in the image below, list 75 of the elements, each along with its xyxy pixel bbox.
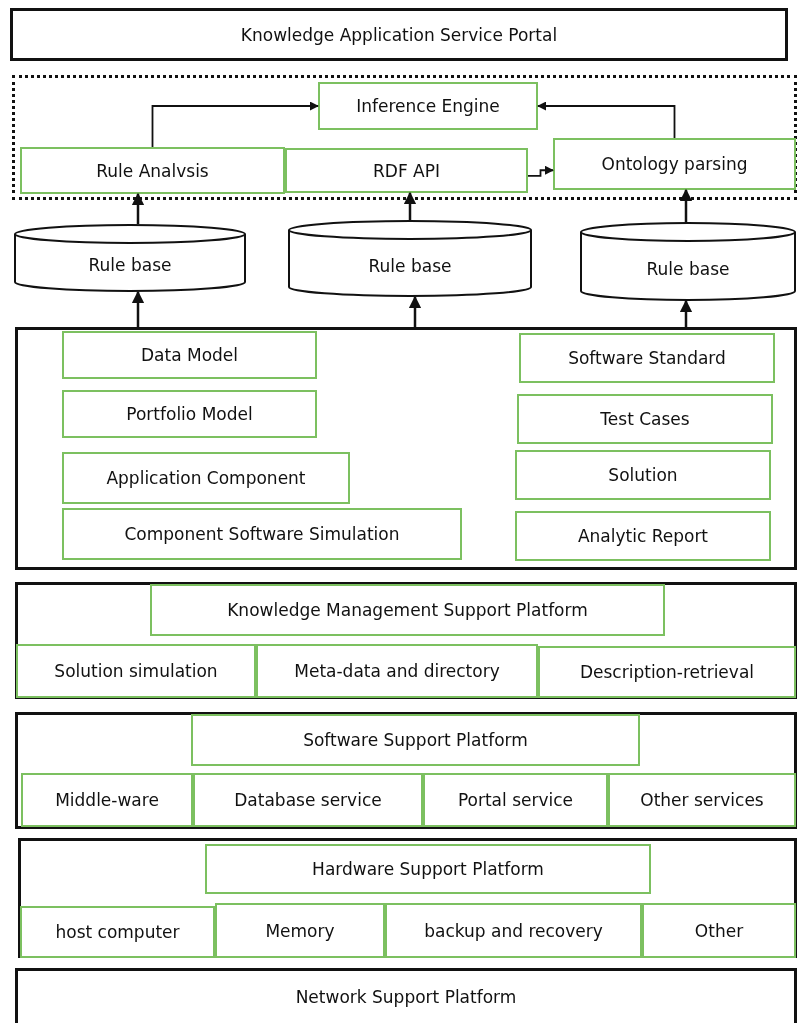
arrow — [679, 188, 693, 222]
module-label: Solution — [608, 465, 678, 485]
module-box — [21, 773, 193, 827]
module-label: Test Cases — [600, 409, 690, 429]
module-box — [285, 148, 528, 193]
database-cylinder — [14, 224, 246, 292]
module-box — [62, 508, 462, 560]
dashed-group-box — [12, 75, 797, 200]
database-label: Rule base — [368, 255, 452, 276]
module-box — [256, 644, 538, 698]
module-box — [205, 844, 651, 894]
module-label: Memory — [265, 920, 335, 941]
layer-box — [10, 8, 788, 61]
module-label: Description-retrieval — [579, 662, 755, 682]
module-box — [515, 511, 771, 561]
module-box — [515, 450, 771, 500]
module-label: Application Component — [106, 468, 306, 488]
arrow — [527, 165, 554, 177]
module-label: Middle-ware — [55, 790, 159, 810]
module-box — [553, 138, 796, 190]
arrow — [131, 192, 145, 224]
layer-title: Knowledge Application Service Portal — [240, 24, 558, 45]
layer-box — [15, 712, 797, 829]
module-label: backup and recovery — [424, 920, 603, 941]
module-box — [16, 644, 256, 698]
module-label: Rule Analvsis — [96, 160, 209, 181]
module-label: RDF API — [373, 160, 440, 181]
layer-box — [15, 582, 797, 699]
module-label: Ontology parsing — [601, 154, 748, 174]
module-label: Solution simulation — [54, 661, 218, 681]
module-label: host computer — [55, 922, 180, 942]
module-box — [20, 906, 215, 958]
module-label: Analytic Report — [577, 526, 709, 546]
database-label: Rule base — [646, 258, 730, 279]
arrow — [408, 295, 422, 327]
module-label: Software Support Platform — [303, 730, 528, 750]
module-box — [191, 714, 640, 766]
module-box — [20, 147, 285, 194]
module-box — [423, 773, 608, 827]
module-label: Portal service — [457, 790, 574, 810]
module-box — [62, 331, 317, 379]
module-box — [517, 394, 773, 444]
module-box — [318, 82, 538, 130]
module-label: Hardware Support Platform — [312, 859, 544, 879]
arrow — [537, 101, 676, 139]
module-label: Meta-data and directory — [294, 661, 500, 681]
module-box — [519, 333, 775, 383]
arrow — [151, 101, 319, 148]
module-box — [150, 584, 665, 636]
database-cylinder — [580, 222, 796, 301]
arrow — [131, 290, 145, 327]
module-box — [62, 390, 317, 438]
module-box — [62, 452, 350, 504]
module-box — [193, 773, 423, 827]
module-label: Knowledge Management Support Platform — [227, 600, 588, 620]
layer-box — [15, 968, 797, 1023]
module-label: Component Software Simulation — [124, 524, 400, 544]
module-label: Portfolio Model — [126, 404, 253, 424]
arrow — [679, 299, 693, 327]
layer-box — [15, 327, 797, 570]
module-label: Other — [694, 920, 744, 941]
module-label: Database service — [234, 790, 382, 810]
module-box — [642, 903, 796, 958]
database-cylinder — [288, 220, 532, 297]
module-box — [385, 903, 642, 958]
module-box — [608, 773, 796, 827]
module-label: Data Model — [140, 345, 238, 365]
module-box — [215, 903, 385, 958]
database-label: Rule base — [88, 255, 172, 275]
module-label: Other services — [640, 790, 764, 810]
layer-box — [18, 838, 797, 958]
module-label: Software Standard — [568, 348, 726, 368]
module-box — [538, 646, 796, 698]
module-label: Inference Engine — [356, 96, 500, 116]
layer-title: Network Support Platform — [295, 987, 517, 1007]
